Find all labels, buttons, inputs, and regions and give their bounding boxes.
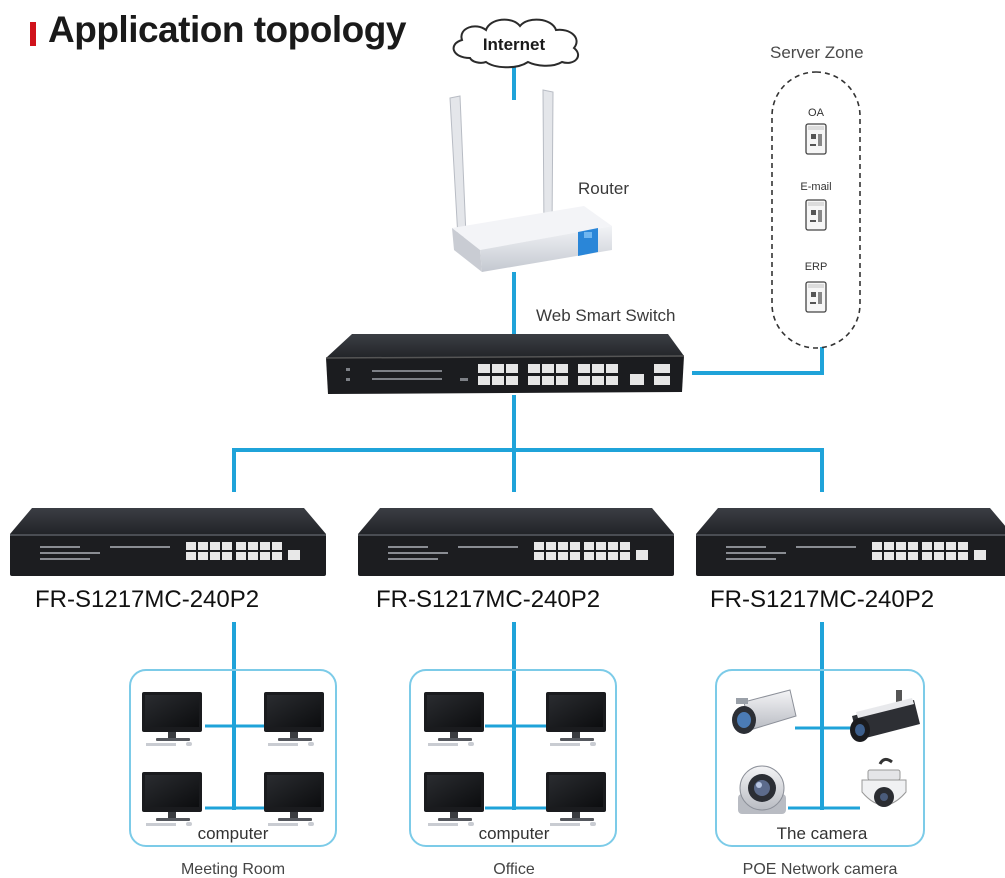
- core-switch: Web Smart Switch: [325, 306, 685, 394]
- server-label-oa: OA: [808, 107, 825, 119]
- group-poe-camera: The camera POE Network camera: [715, 669, 925, 878]
- server-email: E-mail: [800, 181, 832, 231]
- server-icon: [805, 281, 827, 313]
- device-label: The camera: [777, 824, 868, 843]
- switch-icon: [10, 508, 326, 576]
- monitor-icon: [546, 692, 606, 746]
- access-switch-1: FR-S1217MC-240P2: [10, 508, 326, 613]
- switch-icon: [358, 508, 674, 576]
- server-erp: ERP: [805, 261, 828, 313]
- server-icon: [805, 199, 827, 231]
- diagram-title: Application topology: [30, 8, 406, 52]
- monitor-icon: [424, 692, 484, 746]
- monitor-icon: [142, 772, 202, 826]
- camera-icon: [861, 757, 907, 807]
- router-label: Router: [578, 179, 629, 198]
- server-icon: [805, 123, 827, 155]
- core-switch-label: Web Smart Switch: [536, 306, 676, 325]
- internet-label: Internet: [483, 35, 546, 54]
- monitor-icon: [264, 772, 324, 826]
- group-frame: [409, 669, 617, 847]
- monitor-icon: [142, 692, 202, 746]
- server-zone-label: Server Zone: [770, 43, 864, 62]
- access-switch-3: FR-S1217MC-240P2: [696, 508, 1005, 613]
- server-label-erp: ERP: [805, 261, 828, 273]
- title-text: Application topology: [48, 9, 406, 50]
- distribution-bus-link: [232, 448, 824, 492]
- camera-icon: [738, 765, 786, 814]
- monitor-icon: [546, 772, 606, 826]
- group-caption: Meeting Room: [181, 861, 285, 878]
- network-links: [205, 64, 860, 810]
- server-oa: OA: [805, 107, 827, 155]
- switch-icon: [696, 508, 1005, 576]
- device-label: computer: [479, 824, 550, 843]
- switch-model-label-2: FR-S1217MC-240P2: [376, 586, 600, 613]
- server-zone: Server Zone OA E-mail ERP: [770, 43, 864, 349]
- server-zone-boundary: [771, 71, 861, 349]
- title-accent-bar: [30, 22, 36, 46]
- group-frame: [129, 669, 337, 847]
- router-icon: [449, 89, 612, 272]
- device-label: computer: [198, 824, 269, 843]
- group-office: computer Office: [409, 669, 617, 878]
- group-frame: [715, 669, 925, 847]
- monitor-icon: [264, 692, 324, 746]
- access-switch-2: FR-S1217MC-240P2: [358, 508, 674, 613]
- router: Router: [449, 89, 629, 272]
- internet-node: Internet: [452, 18, 580, 69]
- switch-model-label-3: FR-S1217MC-240P2: [710, 586, 934, 613]
- monitor-icon: [424, 772, 484, 826]
- switch-model-label-1: FR-S1217MC-240P2: [35, 586, 259, 613]
- switch-icon: [325, 334, 685, 394]
- group-caption: POE Network camera: [743, 861, 898, 878]
- camera-icon: [850, 690, 920, 742]
- core-switch-server-zone-link: [692, 347, 824, 375]
- camera-icon: [732, 689, 797, 734]
- group-meeting-room: computer Meeting Room: [129, 669, 337, 878]
- cloud-icon: [452, 18, 580, 69]
- group-caption: Office: [493, 861, 535, 878]
- server-label-email: E-mail: [800, 181, 831, 193]
